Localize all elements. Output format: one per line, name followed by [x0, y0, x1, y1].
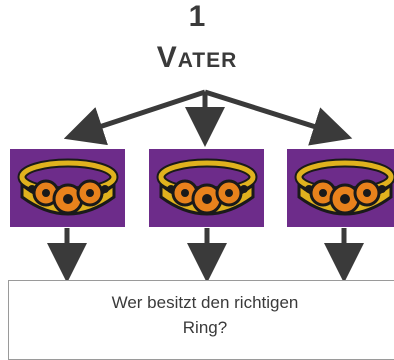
- connector-arrows: [47, 89, 364, 283]
- arrow-to-ring-3: [204, 89, 353, 146]
- ring-icon: [294, 158, 394, 216]
- inheritance-diagram: 1 Vater: [8, 0, 394, 360]
- ring-panel-1: [10, 149, 125, 227]
- arrow-to-ring-1: [63, 89, 206, 146]
- diagram-number: 1: [188, 0, 206, 33]
- ring-icon: [17, 158, 119, 216]
- ring-panel-3: [287, 149, 394, 227]
- ring-panel-2: [149, 149, 264, 227]
- question-text: Wer besitzt den richtigen Ring?: [111, 293, 299, 337]
- father-label: Vater: [156, 41, 238, 74]
- ring-icon: [156, 158, 258, 216]
